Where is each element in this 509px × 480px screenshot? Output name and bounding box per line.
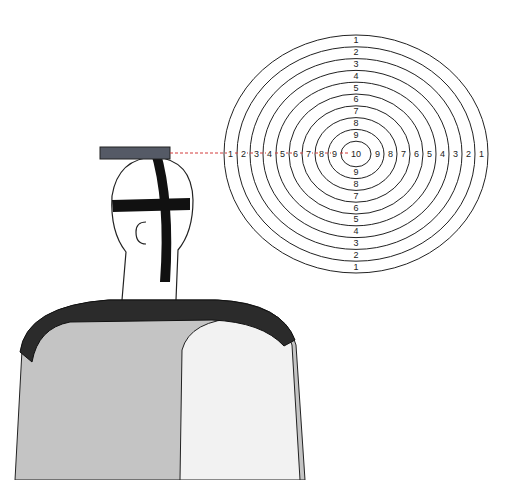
ring-number: 3 bbox=[253, 150, 260, 159]
head-strap-horizontal bbox=[112, 198, 190, 212]
target-ring bbox=[237, 47, 475, 261]
ring-number: 6 bbox=[352, 204, 359, 213]
ring-number: 5 bbox=[279, 150, 286, 159]
ring-number: 10 bbox=[350, 150, 362, 159]
ring-number: 6 bbox=[413, 150, 420, 159]
target-ring bbox=[263, 70, 449, 237]
target-ring bbox=[302, 106, 410, 202]
ring-number: 2 bbox=[352, 251, 359, 260]
ring-number: 4 bbox=[352, 72, 359, 81]
laser-device bbox=[100, 147, 170, 159]
target-ring bbox=[276, 82, 436, 226]
ring-number: 1 bbox=[352, 263, 359, 272]
ring-number: 2 bbox=[240, 150, 247, 159]
ring-number: 7 bbox=[352, 192, 359, 201]
ring-number: 9 bbox=[374, 150, 381, 159]
target-ring bbox=[328, 129, 384, 178]
ring-number: 3 bbox=[352, 239, 359, 248]
ring-number: 6 bbox=[292, 150, 299, 159]
ring-number: 4 bbox=[439, 150, 446, 159]
ring-number: 8 bbox=[318, 150, 325, 159]
ring-number: 6 bbox=[352, 95, 359, 104]
ring-number: 8 bbox=[352, 119, 359, 128]
shoulder-harness bbox=[20, 300, 295, 362]
torso bbox=[15, 300, 305, 480]
target-ring bbox=[289, 94, 423, 214]
target-ring bbox=[250, 59, 462, 250]
ring-number: 8 bbox=[387, 150, 394, 159]
target-rings bbox=[224, 35, 488, 273]
ring-number: 2 bbox=[465, 150, 472, 159]
head bbox=[112, 157, 193, 300]
ring-number: 9 bbox=[352, 131, 359, 140]
ring-number: 1 bbox=[352, 36, 359, 45]
ring-number: 5 bbox=[352, 84, 359, 93]
target-ring bbox=[224, 35, 488, 273]
ring-number: 3 bbox=[352, 60, 359, 69]
ring-number: 3 bbox=[452, 150, 459, 159]
ring-number: 7 bbox=[352, 107, 359, 116]
ring-number: 7 bbox=[305, 150, 312, 159]
ear bbox=[136, 222, 146, 244]
ring-number: 1 bbox=[478, 150, 485, 159]
head-strap-vertical bbox=[150, 150, 171, 282]
ring-number: 9 bbox=[352, 168, 359, 177]
target-ring bbox=[315, 118, 397, 191]
target-ring bbox=[341, 141, 371, 167]
ring-number: 9 bbox=[331, 150, 338, 159]
ring-number: 2 bbox=[352, 48, 359, 57]
ring-number: 5 bbox=[426, 150, 433, 159]
ring-number: 7 bbox=[400, 150, 407, 159]
ring-number: 4 bbox=[352, 227, 359, 236]
ring-number: 5 bbox=[352, 215, 359, 224]
ring-number: 1 bbox=[227, 150, 234, 159]
ring-number: 8 bbox=[352, 180, 359, 189]
ring-number: 4 bbox=[266, 150, 273, 159]
